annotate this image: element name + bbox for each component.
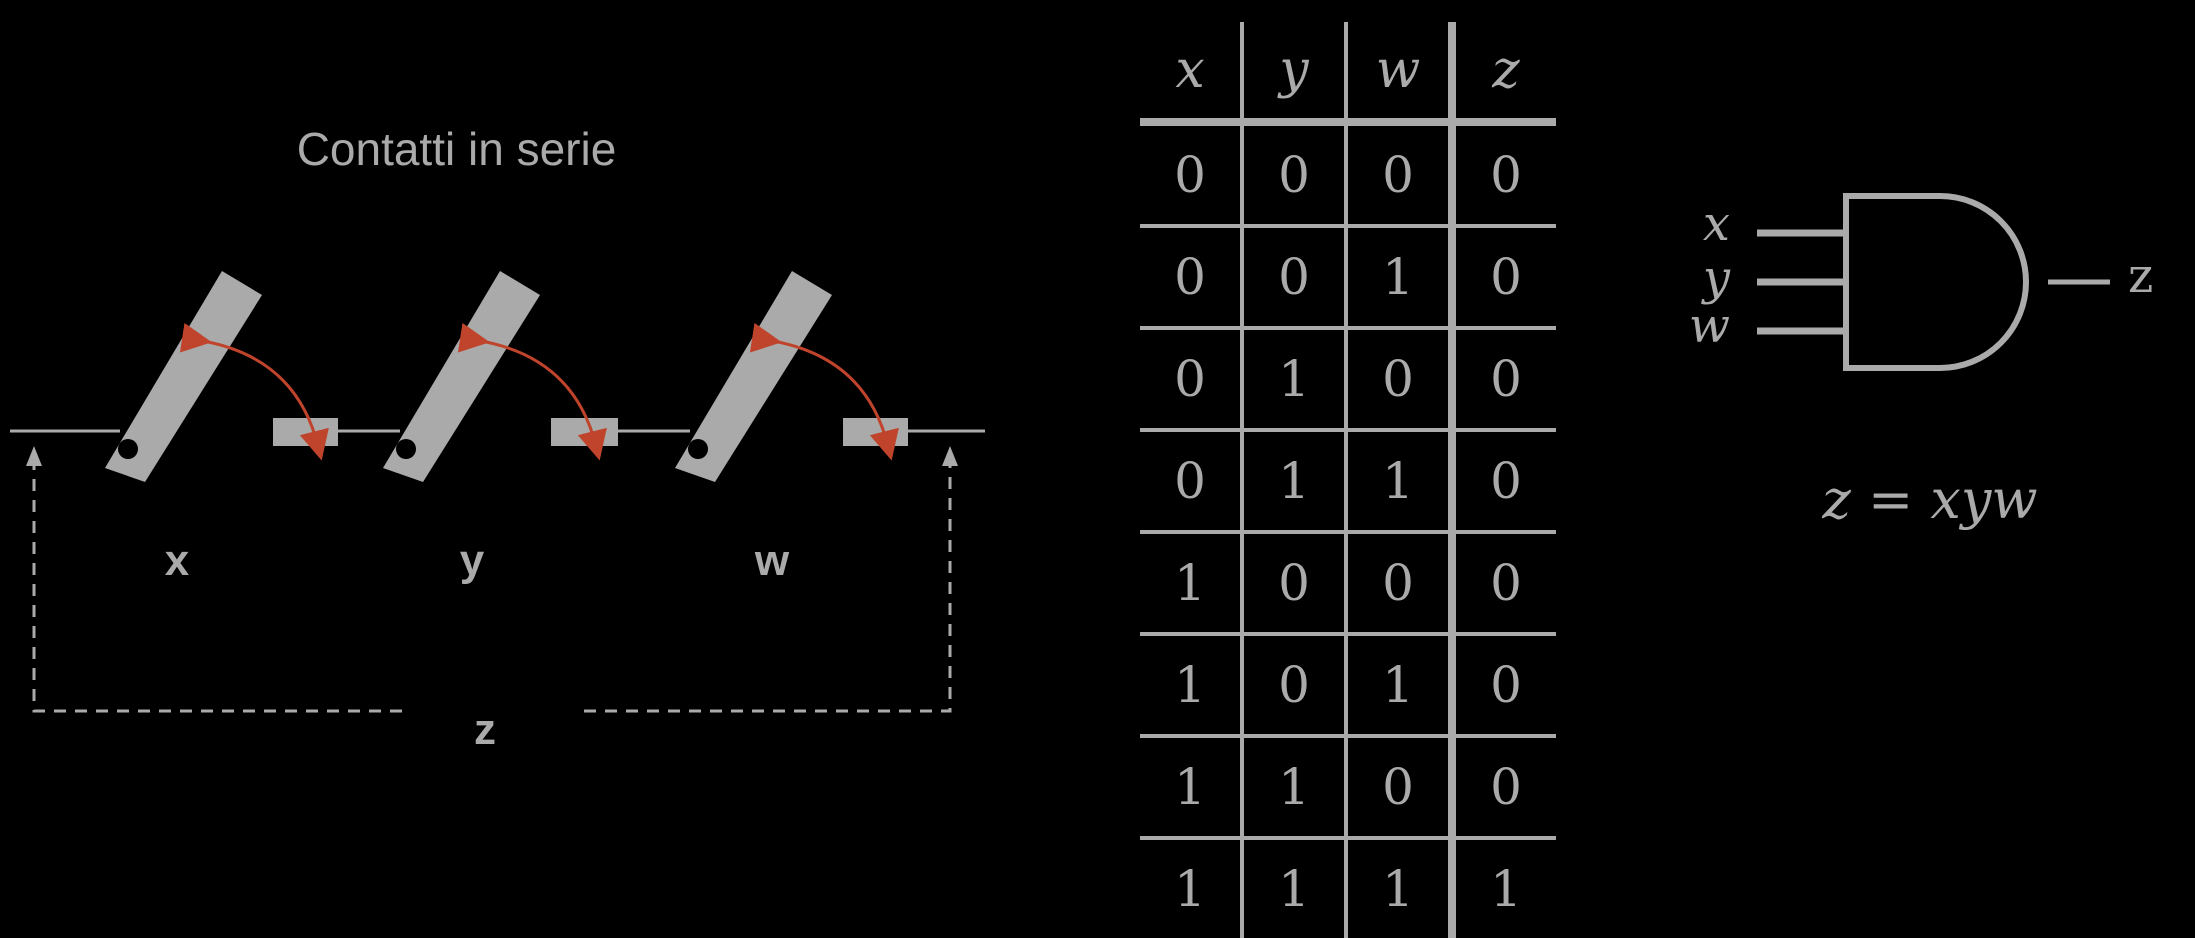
gate-input-x: x bbox=[1702, 196, 1730, 252]
diagram-title: Contatti in serie bbox=[296, 123, 617, 175]
truth-table-cell: 1 bbox=[1346, 224, 1456, 328]
gate-output-z: z bbox=[2128, 248, 2154, 304]
switch-w bbox=[675, 271, 908, 482]
truth-table-cell: 1 bbox=[1346, 836, 1456, 938]
and-gate bbox=[1757, 193, 2110, 371]
truth-table-cell: 0 bbox=[1452, 428, 1556, 532]
truth-table-cell: 0 bbox=[1242, 632, 1348, 736]
truth-table-cell: 1 bbox=[1242, 428, 1348, 532]
truth-table-cell: 0 bbox=[1346, 122, 1456, 226]
gate-input-y: y bbox=[1702, 250, 1730, 306]
truth-table-cell: 0 bbox=[1452, 326, 1556, 430]
truth-table-cell: 1 bbox=[1140, 734, 1244, 838]
truth-table-cell: 0 bbox=[1242, 122, 1348, 226]
truth-table-cell: 1 bbox=[1346, 632, 1456, 736]
truth-table-cell: 1 bbox=[1242, 734, 1348, 838]
switch-label-x: x bbox=[164, 536, 190, 585]
arrow-x bbox=[179, 322, 329, 461]
series-contacts-diagram bbox=[10, 271, 985, 713]
truth-table-cell: 0 bbox=[1452, 530, 1556, 634]
header-y: y bbox=[1242, 22, 1348, 126]
contact-w bbox=[843, 418, 908, 446]
arrow-w bbox=[749, 322, 899, 461]
truth-table-cell: 0 bbox=[1242, 530, 1348, 634]
switch-x bbox=[105, 271, 338, 482]
truth-table-cell: 0 bbox=[1346, 530, 1456, 634]
truth-table-cell: 1 bbox=[1242, 836, 1348, 938]
truth-table-cell: 1 bbox=[1140, 632, 1244, 736]
header-w: w bbox=[1346, 22, 1456, 126]
gate-input-w: w bbox=[1688, 298, 1730, 354]
truth-table-cell: 0 bbox=[1140, 122, 1244, 226]
output-loop bbox=[26, 446, 958, 713]
switch-y bbox=[383, 271, 618, 482]
truth-table-cell: 1 bbox=[1140, 836, 1244, 938]
truth-table-cell: 0 bbox=[1242, 224, 1348, 328]
truth-table-cell: 0 bbox=[1140, 326, 1244, 430]
contact-y bbox=[551, 418, 618, 446]
header-z: z bbox=[1452, 22, 1556, 126]
arrow-y bbox=[457, 322, 607, 461]
truth-table-cell: 0 bbox=[1490, 146, 1522, 204]
output-label-z: z bbox=[474, 705, 496, 754]
gate-body bbox=[1843, 193, 2029, 371]
truth-table-header-row: x y w z bbox=[1140, 22, 1556, 126]
header-x: x bbox=[1140, 22, 1244, 126]
truth-table-cell: 1 bbox=[1140, 530, 1244, 634]
truth-table-cell: 0 bbox=[1346, 734, 1456, 838]
truth-table-cell: 0 bbox=[1140, 224, 1244, 328]
truth-table-cell: 1 bbox=[1346, 428, 1456, 532]
switch-label-y: y bbox=[459, 536, 485, 585]
truth-table-cell: 0 bbox=[1452, 224, 1556, 328]
truth-table-cell: 0 bbox=[1140, 428, 1244, 532]
switch-label-w: w bbox=[754, 536, 790, 585]
truth-table-cell: 0 bbox=[1452, 734, 1556, 838]
truth-table-cell: 0 bbox=[1346, 326, 1456, 430]
truth-table-cell: 1 bbox=[1242, 326, 1348, 430]
equation: z = xyw bbox=[1822, 468, 2038, 531]
truth-table-cell: 0 bbox=[1452, 632, 1556, 736]
truth-table-cell: 1 bbox=[1452, 836, 1556, 938]
